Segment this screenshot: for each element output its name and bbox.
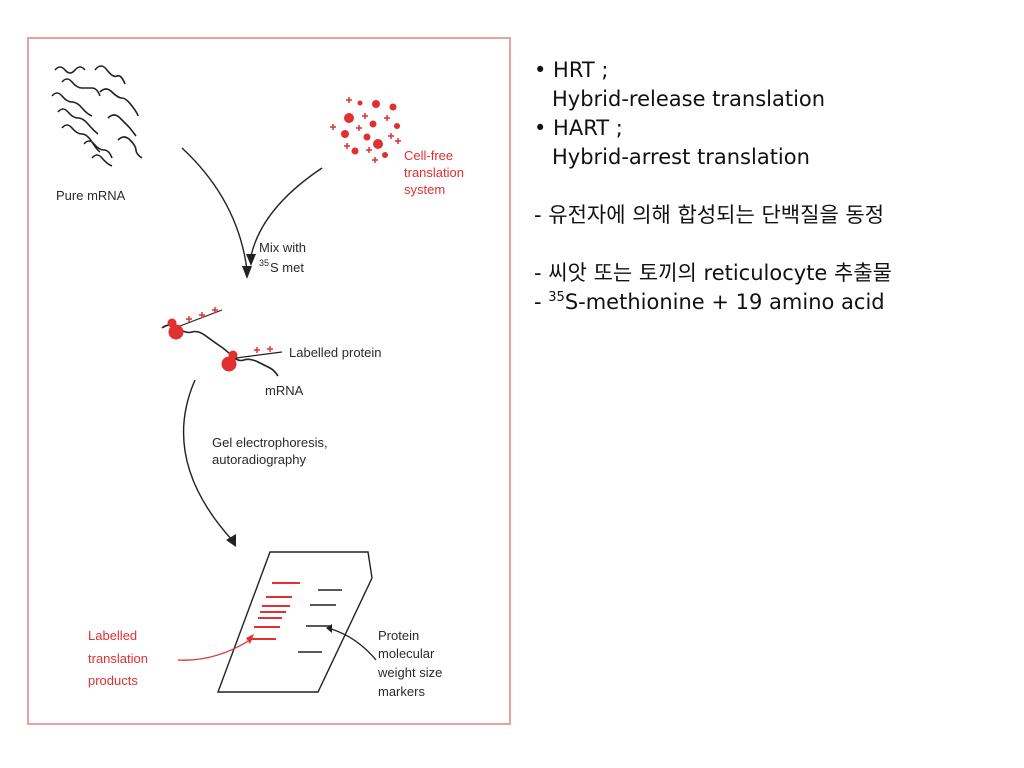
ribosome-1 <box>168 324 184 340</box>
cell-free-system-graphic <box>341 100 400 158</box>
pure-mrna-label: Pure mRNA <box>56 188 126 203</box>
spacer <box>534 230 1014 259</box>
products-pointer <box>177 639 251 661</box>
hrt-abbreviation: • HRT ; <box>534 58 609 82</box>
hrt-definition: Hybrid-release translation <box>552 87 826 111</box>
nascent-chain-2 <box>235 351 283 359</box>
cellfree-label-line: translation <box>404 165 464 180</box>
arrowhead-icon <box>226 534 236 547</box>
hart-abbreviation: • HART ; <box>534 116 623 140</box>
gel-label-line: autoradiography <box>212 452 306 467</box>
arrowhead-icon <box>242 266 252 279</box>
convergence-arrows <box>181 147 323 271</box>
markers-label: Protein molecular weight size markers <box>377 628 446 699</box>
markers-label-line: weight size <box>377 665 442 680</box>
note-methionine-sup: 35 <box>548 290 565 305</box>
polysome-graphic <box>161 307 283 377</box>
label-plus-signs <box>186 307 273 353</box>
mrna-label: mRNA <box>265 383 304 398</box>
products-label-line: Labelled <box>88 628 137 643</box>
spacer <box>534 172 1014 201</box>
markers-label-line: Protein <box>378 628 419 643</box>
cellfree-label-line: Cell-free <box>404 148 453 163</box>
mrna-strands-graphic <box>51 65 143 167</box>
ribosome-2b <box>228 350 238 360</box>
marker-bands <box>298 589 342 653</box>
mix-label-line1: Mix with <box>259 240 306 255</box>
products-label-line: translation <box>88 651 148 666</box>
note-methionine-text: S-methionine + 19 amino acid <box>564 290 885 314</box>
translation-figure: Pure mRNA Cell-free translation system M… <box>27 37 511 725</box>
arrowhead-icon <box>246 254 256 266</box>
markers-label-line: markers <box>378 684 425 699</box>
mrna-strand <box>161 324 279 377</box>
markers-pointer <box>327 627 377 661</box>
cell-free-plus-signs <box>330 97 401 163</box>
labelled-protein-label: Labelled protein <box>289 345 382 360</box>
labelled-product-bands <box>250 582 300 640</box>
cellfree-label-line: system <box>404 182 445 197</box>
ribosome-2 <box>221 356 237 372</box>
mix-label: Mix with <box>259 240 306 255</box>
gel-label: Gel electrophoresis, autoradiography <box>212 435 331 467</box>
arrowhead-icon <box>326 624 332 633</box>
cellfree-label: Cell-free translation system <box>404 148 468 197</box>
ribosome-1b <box>167 318 177 328</box>
note-methionine: - 35S-methionine + 19 amino acid <box>534 288 1014 317</box>
gel-label-line: Gel electrophoresis, <box>212 435 328 450</box>
note-protein-identification: - 유전자에 의해 합성되는 단백질을 동정 <box>534 203 885 227</box>
hart-definition: Hybrid-arrest translation <box>552 145 810 169</box>
notes-panel: • HRT ; Hybrid-release translation • HAR… <box>534 56 1014 317</box>
mix-label-line2: S met <box>270 260 304 275</box>
gel-arrow <box>182 379 233 541</box>
note-methionine-prefix: - <box>534 290 549 314</box>
arrowhead-icon <box>246 634 254 644</box>
note-extract-source: - 씨앗 또는 토끼의 reticulocyte 추출물 <box>534 261 892 285</box>
markers-label-line: molecular <box>378 646 435 661</box>
products-label-line: products <box>88 673 138 688</box>
labelled-products-label: Labelled translation products <box>88 628 152 688</box>
mix-label-sup: 35 <box>259 258 269 268</box>
